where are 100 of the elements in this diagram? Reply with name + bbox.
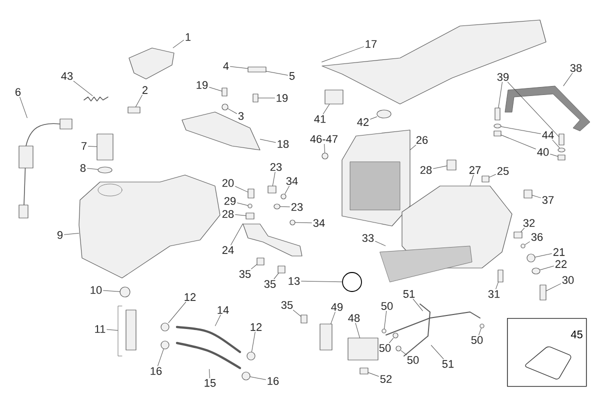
leader-line (209, 87, 222, 92)
leader-line (209, 368, 210, 378)
callout-number: 43 (61, 72, 73, 80)
hose-clamp (160, 340, 170, 350)
leader-line (478, 328, 482, 336)
leader-line (168, 302, 186, 324)
leader-line (230, 66, 248, 69)
screw (498, 270, 504, 282)
cap (382, 328, 386, 334)
callout-number: 50 (379, 344, 391, 352)
bolt (558, 134, 564, 146)
callout-number: 50 (407, 356, 419, 364)
callout-number: 23 (291, 203, 303, 211)
bracket (242, 224, 302, 256)
leader-line (324, 144, 326, 154)
callout-number: 9 (57, 231, 63, 239)
callout-number: 33 (362, 234, 374, 242)
seat (322, 20, 546, 104)
leader-line (322, 46, 364, 62)
leader-line (500, 126, 541, 134)
callout-number: 6 (16, 88, 21, 96)
screw (524, 190, 532, 198)
nut (558, 154, 566, 160)
callout-number: 25 (497, 167, 509, 175)
leader-line (280, 206, 290, 208)
hose (176, 326, 242, 354)
callout-number: 8 (80, 164, 86, 172)
leader-line (552, 140, 560, 148)
callout-number: 31 (488, 290, 500, 298)
callout-number: 11 (95, 325, 106, 333)
cap (480, 324, 484, 328)
seal-ring (98, 166, 112, 174)
leader-line (88, 146, 98, 147)
callout-number: 10 (90, 286, 102, 294)
washer (248, 204, 252, 208)
callout-number: 16 (150, 367, 162, 375)
hose (386, 312, 480, 336)
callout-number: 14 (218, 306, 229, 314)
rubber-block (324, 90, 344, 104)
callout-number: 35 (239, 270, 251, 278)
leader-line (237, 202, 248, 206)
callout-number: 32 (523, 219, 535, 227)
cap (392, 332, 398, 338)
clip (128, 106, 140, 114)
leader-line (550, 154, 558, 157)
leader-line (384, 310, 387, 330)
leader-line (87, 168, 98, 170)
leader-line (412, 298, 423, 312)
air-filter (342, 130, 410, 226)
leader-line (430, 345, 444, 360)
leader-line (433, 166, 448, 169)
leader-line (235, 214, 246, 216)
callout-number: 26 (416, 136, 428, 144)
callout-number: 46-47 (310, 135, 338, 143)
clip (278, 266, 286, 274)
callout-number: 7 (82, 142, 86, 150)
screw (360, 368, 368, 374)
leader-line (488, 174, 496, 178)
callout-number: 3 (238, 112, 244, 120)
hose-clamp (342, 272, 362, 292)
leader-line (272, 172, 276, 186)
washer (494, 124, 502, 128)
leader-line (375, 241, 386, 246)
seal-ring (532, 268, 540, 274)
cap (396, 346, 402, 352)
leader-line (500, 134, 536, 150)
callout-number: 17 (366, 40, 377, 48)
leader-line (284, 186, 290, 194)
callout-number: 50 (381, 302, 393, 310)
leader-line (540, 266, 554, 270)
leader-line (470, 174, 474, 186)
callout-number: 28 (420, 166, 432, 174)
plate (320, 324, 332, 350)
callout-number: 48 (348, 314, 360, 322)
nut (514, 232, 522, 238)
leader-line (410, 144, 416, 150)
callout-number: 51 (442, 360, 454, 368)
callout-number: 38 (570, 64, 582, 72)
callout-number: 2 (142, 86, 148, 94)
callout-number: 4 (223, 62, 229, 70)
valve (348, 338, 378, 360)
hose-clamp (242, 372, 250, 380)
bolt (268, 186, 276, 194)
hose (404, 304, 430, 356)
bolt (540, 284, 546, 300)
washer (520, 244, 526, 248)
washer (558, 148, 566, 152)
callout-number: 30 (562, 276, 574, 284)
leader-line (498, 82, 502, 108)
leader-line (322, 104, 330, 114)
leader-line (534, 253, 552, 258)
washer (290, 220, 296, 226)
rubber-pad (376, 110, 392, 118)
callout-number: 12 (184, 293, 196, 301)
leader-line (355, 322, 360, 338)
bolt (494, 108, 500, 120)
callout-number: 40 (537, 148, 549, 156)
leader-line (158, 348, 164, 366)
callout-number: 5 (289, 72, 295, 80)
callout-number: 52 (380, 375, 392, 383)
